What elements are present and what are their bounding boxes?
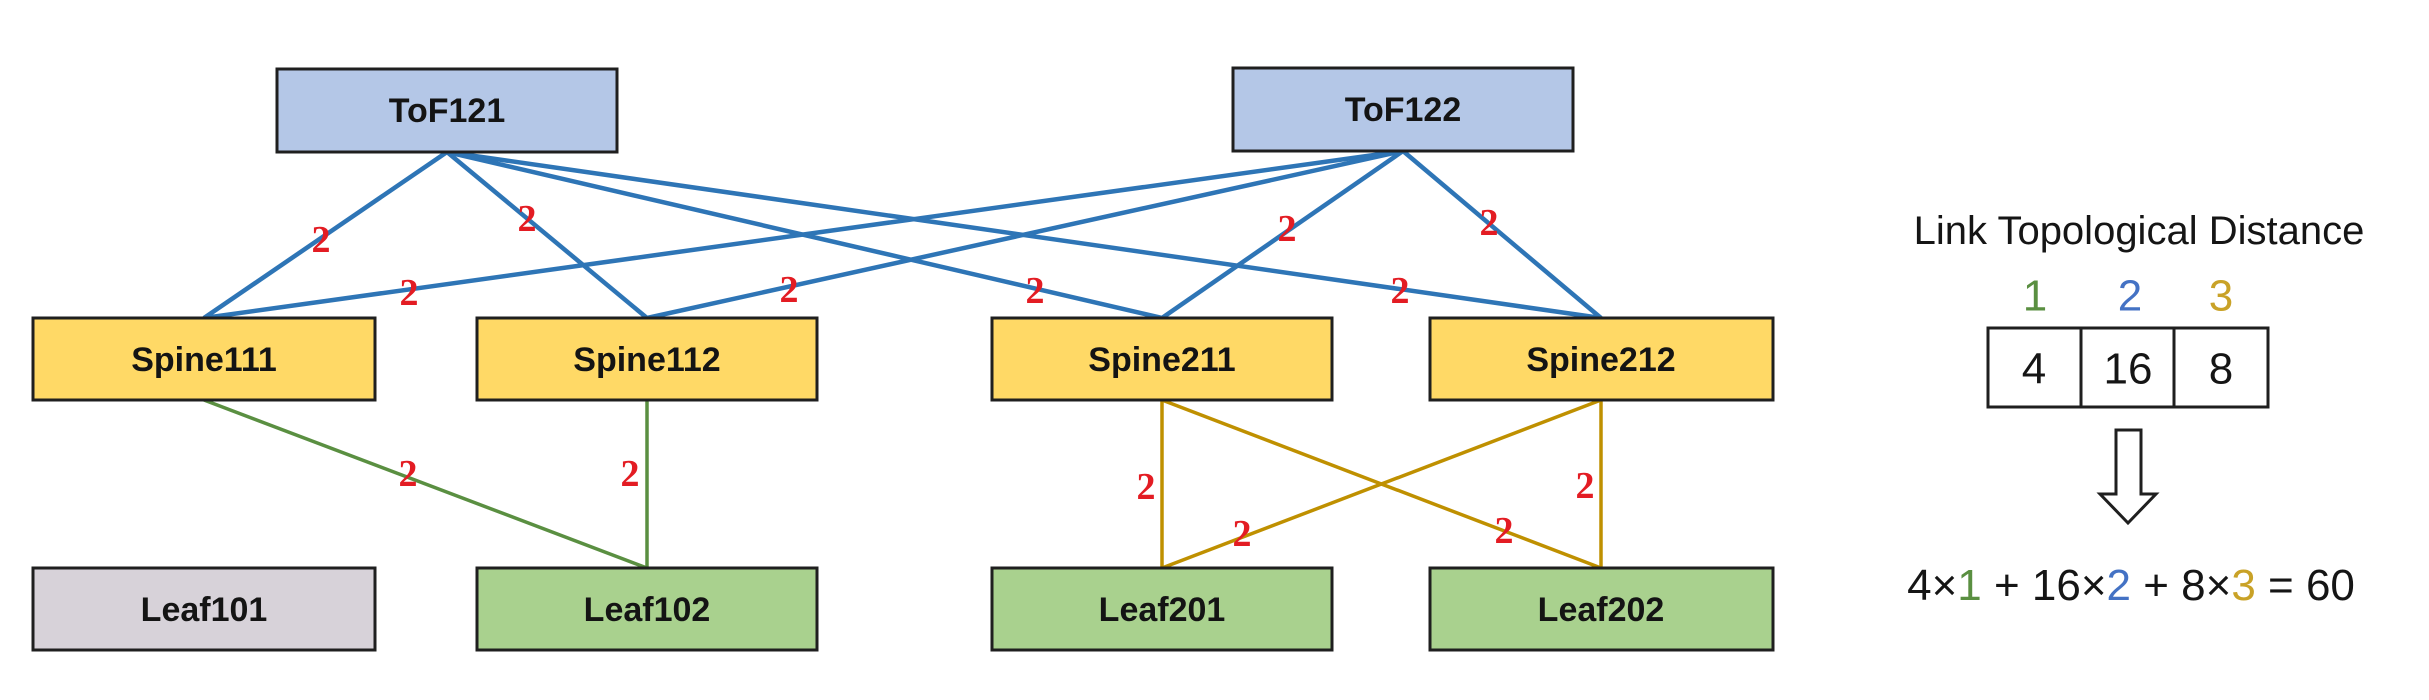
legend: Link Topological Distance 1 2 3 4 16 8 4…: [1907, 209, 2364, 610]
links-layer: [202, 148, 1603, 570]
edge-labels-layer: 2 2 2 2 2 2 2 2 2 2 2 2 2 2: [312, 198, 1595, 555]
edge-label-tof122-spine211: 2: [1278, 208, 1297, 250]
edge-label-tof121-spine112: 2: [518, 198, 537, 240]
edge-label-spine112-leaf102: 2: [621, 453, 640, 495]
link-spine111-leaf102: [203, 398, 648, 570]
legend-formula: 4×1 + 16×2 + 8×3 = 60: [1907, 561, 2355, 610]
edge-label-tof121-spine111: 2: [312, 219, 331, 261]
node-box: [31, 566, 377, 652]
legend-distance-2: 2: [2118, 272, 2142, 321]
node-tof121: ToF121: [275, 67, 619, 154]
node-box: [275, 67, 619, 154]
node-box: [990, 316, 1334, 402]
node-leaf102: Leaf102: [475, 566, 819, 652]
node-label: Leaf202: [1538, 591, 1665, 629]
edge-label-spine211-leaf201: 2: [1137, 466, 1156, 508]
edge-label-spine111-leaf102: 2: [399, 453, 418, 495]
link-tof121-spine111: [202, 150, 449, 320]
node-leaf201: Leaf201: [990, 566, 1334, 652]
legend-title: Link Topological Distance: [1914, 209, 2365, 253]
edge-label-spine211-leaf202: 2: [1495, 510, 1514, 552]
formula-part: + 16×: [1982, 561, 2107, 610]
node-box: [475, 316, 819, 402]
node-box: [1428, 316, 1775, 402]
node-box: [31, 316, 377, 402]
edge-label-tof122-spine111: 2: [400, 272, 419, 314]
legend-cell-count-3: 8: [2209, 345, 2233, 394]
link-tof122-spine212: [1401, 149, 1603, 320]
node-box: [1231, 66, 1575, 153]
down-arrow-icon: [2096, 428, 2160, 526]
node-leaf202: Leaf202: [1428, 566, 1775, 652]
legend-table-outline: [1986, 326, 2270, 409]
legend-cell-count-1: 4: [2022, 345, 2046, 394]
nodes-layer: ToF121 ToF122 Spine111 Spine112 Spine211…: [31, 66, 1775, 652]
link-tof122-spine112: [646, 148, 1404, 321]
node-label: Spine211: [1088, 341, 1235, 379]
node-label: Leaf102: [584, 591, 711, 629]
node-box: [990, 566, 1334, 652]
legend-table: 4 16 8: [1986, 326, 2270, 409]
link-tof122-spine111: [203, 148, 1404, 321]
node-spine212: Spine212: [1428, 316, 1775, 402]
node-label: Spine111: [131, 341, 277, 379]
formula-part: 2: [2107, 561, 2131, 610]
formula-part: = 60: [2256, 561, 2355, 610]
edge-label-tof121-spine211: 2: [1026, 270, 1045, 312]
edge-label-tof122-spine112: 2: [780, 269, 799, 311]
node-label: Leaf101: [141, 591, 268, 629]
edge-label-spine212-leaf201: 2: [1233, 513, 1252, 555]
link-tof122-spine211: [1160, 149, 1405, 320]
node-label: Spine112: [573, 341, 720, 379]
legend-distance-3: 3: [2209, 272, 2233, 321]
node-label: ToF122: [1345, 91, 1462, 129]
node-box: [1428, 566, 1775, 652]
formula-part: 1: [1957, 561, 1981, 610]
node-spine112: Spine112: [475, 316, 819, 402]
node-label: Spine212: [1526, 341, 1675, 379]
legend-distance-1: 1: [2023, 272, 2047, 321]
node-label: ToF121: [389, 92, 506, 130]
legend-cell-count-2: 16: [2104, 345, 2153, 394]
node-label: Leaf201: [1099, 591, 1226, 629]
node-tof122: ToF122: [1231, 66, 1575, 153]
node-box: [475, 566, 819, 652]
node-leaf101: Leaf101: [31, 566, 377, 652]
node-spine111: Spine111: [31, 316, 377, 402]
edge-label-tof121-spine212: 2: [1391, 270, 1410, 312]
node-spine211: Spine211: [990, 316, 1334, 402]
edge-label-spine212-leaf202: 2: [1576, 465, 1595, 507]
formula-part: 3: [2231, 561, 2255, 610]
link-tof121-spine112: [445, 150, 649, 320]
formula-part: + 8×: [2131, 561, 2231, 610]
link-spine212-leaf201: [1161, 398, 1602, 570]
formula-part: 4×: [1907, 561, 1957, 610]
edge-label-tof122-spine212: 2: [1480, 202, 1499, 244]
